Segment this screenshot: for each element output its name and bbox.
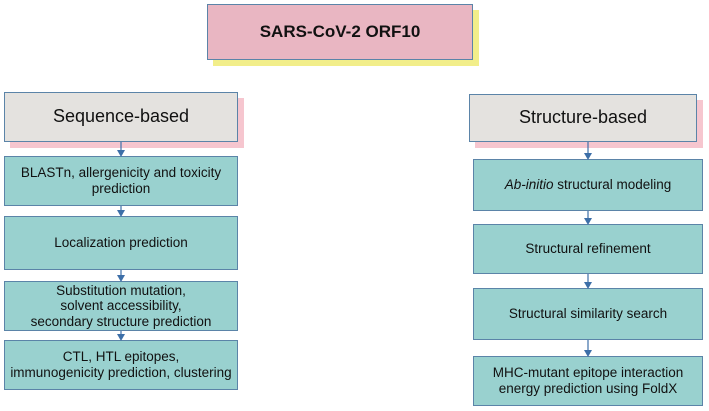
right-step-1-italic: Ab-initio bbox=[504, 176, 554, 192]
arrow-right-step1-to-step2 bbox=[584, 211, 592, 225]
right-step-3-line-1: Structural similarity search bbox=[508, 305, 668, 321]
right-step-2-line-1: Structural refinement bbox=[525, 240, 651, 256]
arrow-right-step3-to-step4 bbox=[584, 340, 592, 357]
arrow-left-step2-to-step3 bbox=[117, 270, 125, 282]
structure-based-header: Structure-based bbox=[469, 94, 697, 142]
diagram-title-text: SARS-CoV-2 ORF10 bbox=[259, 21, 421, 41]
arrow-left-header-to-step1 bbox=[117, 142, 125, 157]
right-step-similarity: Structural similarity search bbox=[473, 288, 703, 340]
structure-based-label: Structure-based bbox=[518, 107, 648, 128]
arrow-left-step3-to-step4 bbox=[117, 331, 125, 341]
left-step-3-line-3: secondary structure prediction bbox=[30, 313, 212, 329]
left-step-epitopes: CTL, HTL epitopes, immunogenicity predic… bbox=[4, 340, 238, 390]
left-step-1-line-1: BLASTn, allergenicity and toxicity bbox=[20, 164, 222, 180]
sequence-based-header: Sequence-based bbox=[4, 92, 238, 142]
right-step-4-line-2: energy prediction using FoldX bbox=[498, 381, 678, 396]
left-step-3-line-2: solvent accessibility, bbox=[60, 298, 182, 314]
left-step-3-line-1: Substitution mutation, bbox=[56, 283, 186, 299]
left-step-4-line-1: CTL, HTL epitopes, bbox=[62, 348, 180, 364]
left-step-4-line-2: immunogenicity prediction, clustering bbox=[10, 365, 232, 380]
right-step-foldx: MHC-mutant epitope interaction energy pr… bbox=[473, 356, 703, 406]
right-step-4-line-1: MHC-mutant epitope interaction bbox=[492, 364, 684, 380]
right-step-1-text: Ab-initio structural modeling bbox=[505, 177, 672, 193]
right-step-abinitio: Ab-initio structural modeling bbox=[473, 159, 703, 211]
right-step-1-suffix: structural modeling bbox=[553, 176, 672, 192]
arrow-right-header-to-step1 bbox=[584, 142, 592, 160]
sequence-based-label: Sequence-based bbox=[52, 106, 190, 127]
left-step-substitution: Substitution mutation, solvent accessibi… bbox=[4, 281, 238, 331]
left-step-1-line-2: prediction bbox=[91, 181, 151, 196]
diagram-title: SARS-CoV-2 ORF10 bbox=[207, 4, 473, 60]
arrow-left-step1-to-step2 bbox=[117, 206, 125, 217]
left-step-2-line-1: Localization prediction bbox=[54, 234, 188, 250]
arrow-right-step2-to-step3 bbox=[584, 274, 592, 289]
